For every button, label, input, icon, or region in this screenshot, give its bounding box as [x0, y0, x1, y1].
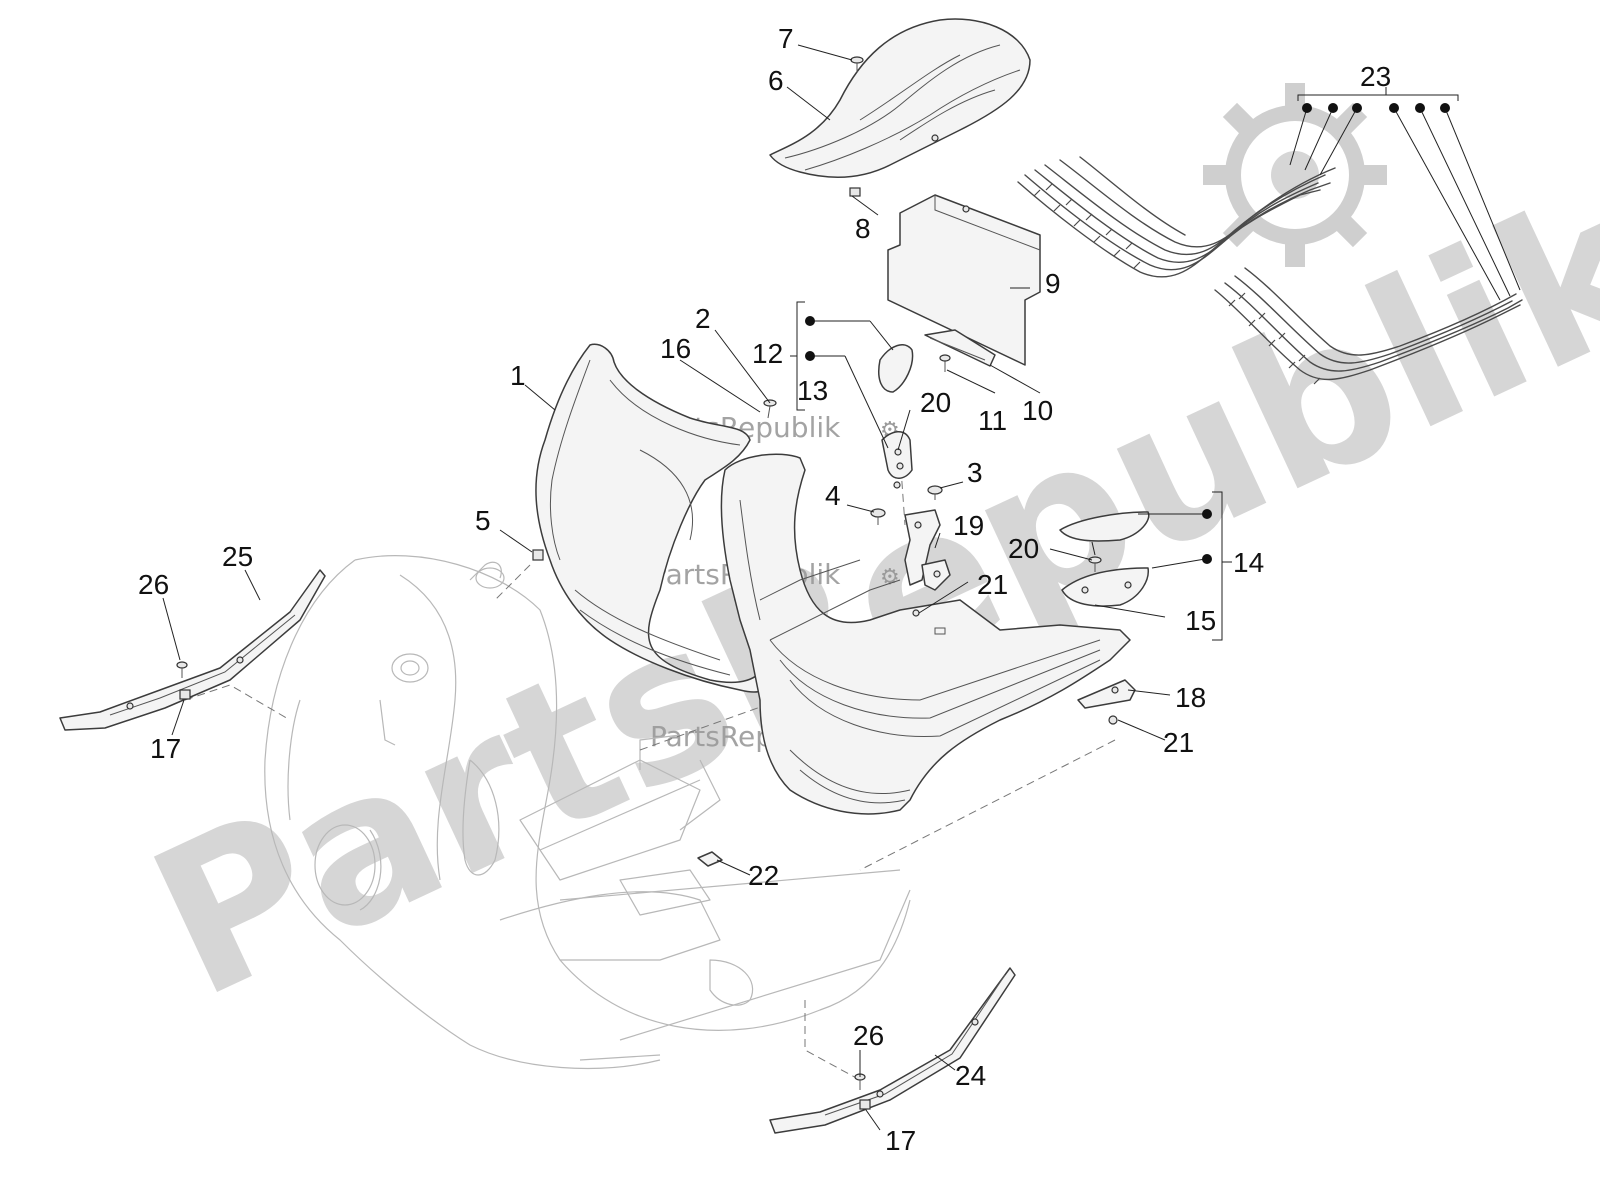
callout-21b: 21 — [1163, 727, 1194, 758]
callout-10: 10 — [1022, 395, 1053, 426]
part-12-badge — [878, 344, 914, 393]
part-25-side-rail — [59, 569, 326, 731]
callout-5: 5 — [475, 505, 491, 536]
callout-12: 12 — [752, 338, 783, 369]
callout-26a: 26 — [138, 569, 169, 600]
callout-11: 11 — [978, 405, 1007, 436]
callout-26b: 26 — [853, 1020, 884, 1051]
callout-18: 18 — [1175, 682, 1206, 713]
callout-21a: 21 — [977, 569, 1008, 600]
callout-25: 25 — [222, 541, 253, 572]
callout-24: 24 — [955, 1060, 986, 1091]
part-9-plate — [887, 194, 1041, 366]
bolt-3 — [927, 485, 943, 500]
bolt-20a — [893, 481, 901, 489]
part-6-front-plate — [769, 18, 1031, 179]
callout-3: 3 — [967, 457, 983, 488]
part-10-bracket — [924, 329, 996, 367]
callout-2: 2 — [695, 303, 711, 334]
callout-7: 7 — [778, 23, 794, 54]
bolt-2 — [763, 399, 777, 419]
callout-19: 19 — [953, 510, 984, 541]
group-bullets — [805, 103, 1450, 564]
part-13-badge-holder — [881, 431, 913, 479]
scooter-frame-ghost — [264, 555, 911, 1069]
part-14-badge — [1059, 511, 1150, 542]
part-1-leg-shield — [535, 343, 771, 693]
watermark-big-text: PartsRepublik — [120, 143, 1600, 1044]
part-11-screw — [939, 354, 951, 372]
callout-1: 1 — [510, 360, 526, 391]
part-15-badge-holder — [1061, 567, 1149, 607]
part-22-clip — [697, 851, 723, 867]
bolt-21b — [1108, 715, 1118, 725]
bolt-17a — [179, 689, 191, 700]
leader-lines — [162, 44, 1521, 1131]
bolt-4 — [870, 508, 886, 525]
bolt-21a — [912, 609, 920, 617]
part-23-strips — [1017, 156, 1523, 385]
callout-17a: 17 — [150, 733, 181, 764]
callout-14: 14 — [1233, 547, 1264, 578]
callout-13: 13 — [797, 375, 828, 406]
callout-labels: 1 2 3 4 5 6 7 8 9 10 11 12 13 14 15 16 1… — [138, 23, 1391, 1156]
callout-9: 9 — [1045, 268, 1061, 299]
callout-20b: 20 — [1008, 533, 1039, 564]
bolt-5 — [532, 549, 544, 561]
fasteners — [176, 56, 1118, 1110]
callout-8: 8 — [855, 213, 871, 244]
gear-small-icon: ⚙ — [880, 565, 900, 590]
callout-4: 4 — [825, 480, 841, 511]
part-19-bracket — [904, 509, 951, 591]
bolt-20b — [1088, 556, 1102, 572]
bolt-17b — [859, 1099, 871, 1110]
assembly-lines — [184, 454, 1116, 1081]
part-18-bracket — [1077, 679, 1136, 709]
bolt-26a — [176, 661, 188, 678]
callout-17b: 17 — [885, 1125, 916, 1156]
callout-22: 22 — [748, 860, 779, 891]
gear-logo-icon — [1203, 83, 1387, 267]
part-24-side-rail — [769, 967, 1016, 1134]
callout-6: 6 — [768, 65, 784, 96]
part-16-floor-panel — [720, 453, 1131, 815]
callout-23: 23 — [1360, 61, 1391, 92]
callout-16: 16 — [660, 333, 691, 364]
callout-15: 15 — [1185, 605, 1216, 636]
callout-20a: 20 — [920, 387, 951, 418]
bolt-8 — [849, 187, 861, 197]
